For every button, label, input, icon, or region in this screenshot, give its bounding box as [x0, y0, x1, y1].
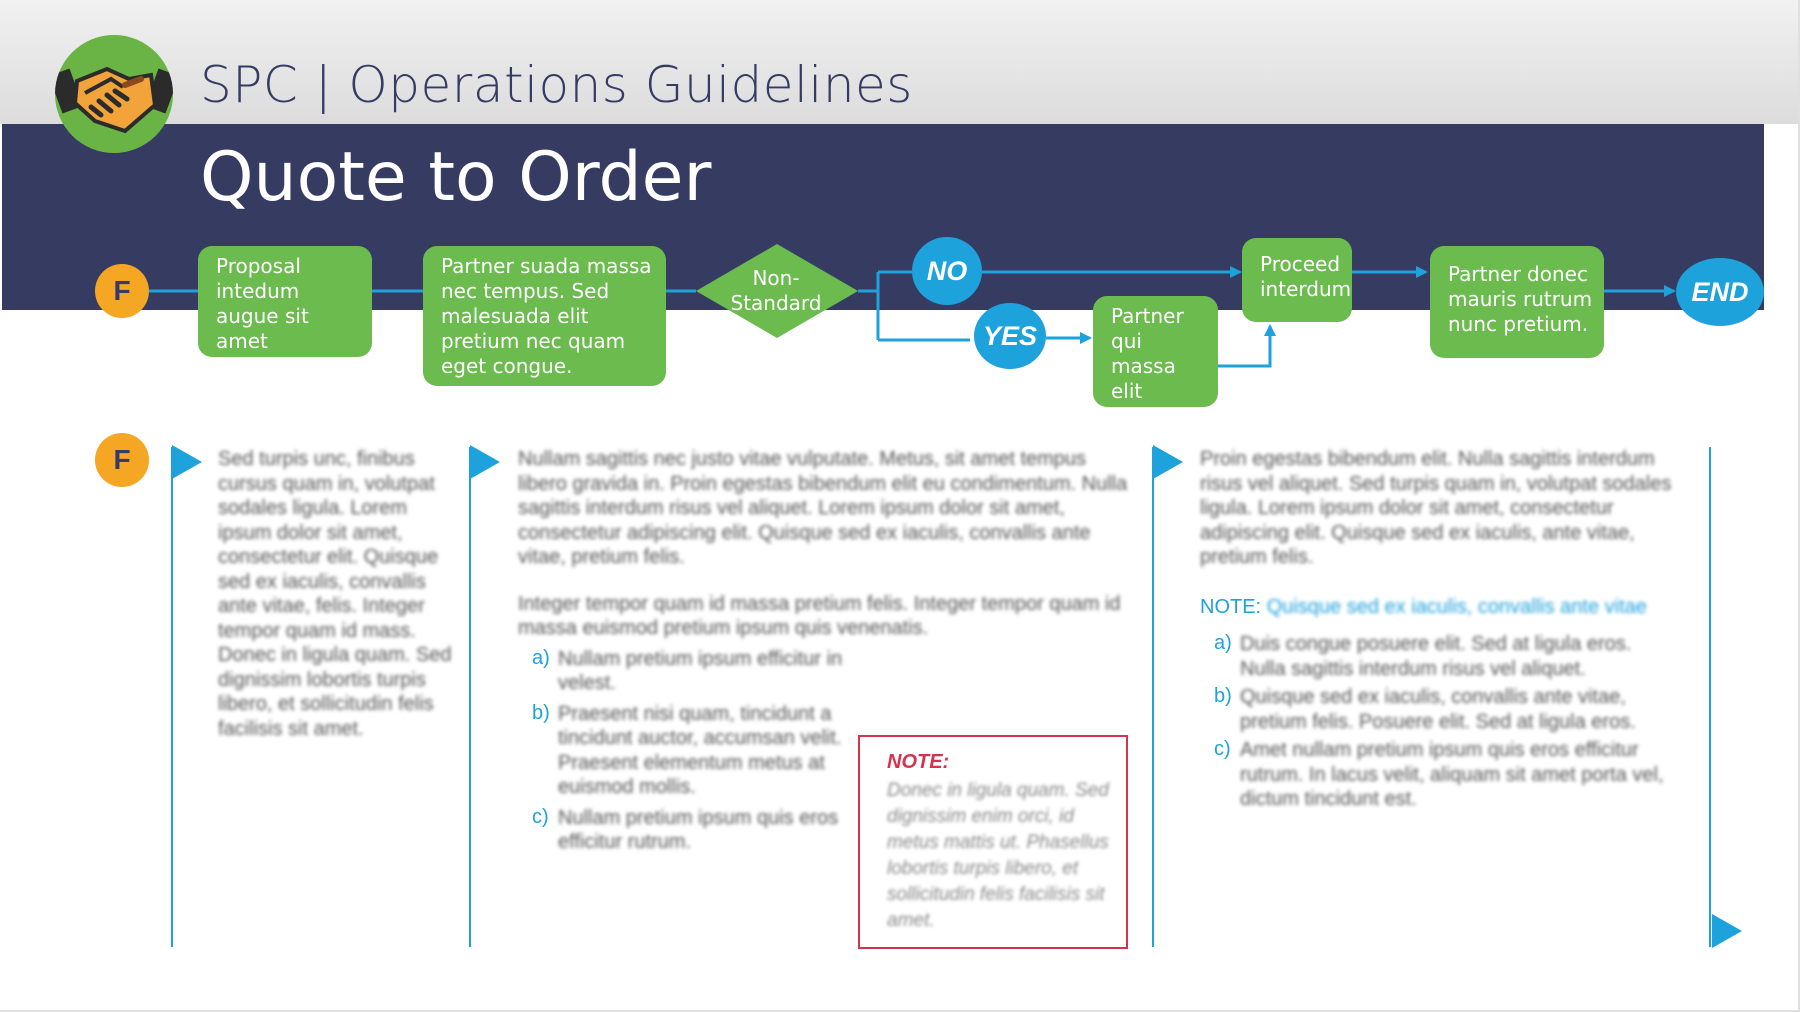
- list: a) Duis congue posuere elit. Sed at ligu…: [1200, 632, 1680, 816]
- connector-line: [1218, 324, 1276, 368]
- slide-edge: [0, 1010, 1800, 1012]
- start-badge: F: [95, 264, 149, 318]
- flow-step: Partner qui massa elit semper.: [1093, 296, 1218, 428]
- column-arrow: [470, 445, 500, 479]
- slide-edge: [1798, 0, 1800, 1012]
- flow-step: Proceed interdum: [1242, 238, 1352, 322]
- list-marker: c): [1214, 738, 1231, 760]
- header-band: [0, 0, 1800, 124]
- column-arrow: [1712, 914, 1742, 948]
- column-1-text: Sed turpis unc, finibus cursus quam in, …: [218, 448, 452, 740]
- note-label: NOTE:: [1200, 596, 1262, 618]
- list-item: b) Quisque sed ex iaculis, convallis ant…: [1200, 685, 1680, 734]
- page-title: Quote to Order: [200, 138, 712, 217]
- paragraph: Nullam sagittis nec justo vitae vulputat…: [518, 448, 1128, 568]
- flow-step: Partner suada massa nec tempus. Sed male…: [423, 246, 666, 386]
- list-marker: b): [1214, 685, 1232, 707]
- no-label: NO: [912, 237, 982, 305]
- column-arrow: [172, 445, 202, 479]
- handshake-icon: [55, 35, 173, 153]
- paragraph: Integer tempor quam id massa pretium fel…: [518, 592, 1121, 640]
- flow-step: Partner donec mauris rutrum nunc pretium…: [1430, 246, 1604, 358]
- column-arrow: [1153, 445, 1183, 479]
- list-marker: c): [532, 805, 549, 828]
- yes-label: YES: [974, 303, 1046, 369]
- list-marker: a): [1214, 632, 1232, 654]
- list-item-text: Nullam pretium ipsum quis eros efficitur…: [558, 806, 839, 854]
- column-divider: [1152, 447, 1154, 947]
- end-label: END: [1676, 258, 1764, 326]
- column-divider: [1709, 447, 1711, 947]
- note-text: Quisque sed ex iaculis, convallis ante v…: [1266, 596, 1647, 618]
- list: a) Nullam pretium ipsum efficitur in vel…: [518, 647, 1128, 855]
- column-3: Proin egestas bibendum elit. Nulla sagit…: [1200, 447, 1690, 592]
- note-box: NOTE: Donec in ligula quam. Sed dignissi…: [858, 735, 1128, 949]
- list-item: b) Praesent nisi quam, tincidunt a tinci…: [518, 702, 848, 800]
- detail-badge: F: [95, 433, 149, 487]
- note-label: NOTE:: [887, 751, 950, 773]
- list-marker: a): [532, 646, 550, 669]
- list-item: a) Duis congue posuere elit. Sed at ligu…: [1200, 632, 1680, 681]
- list-marker: b): [532, 701, 550, 724]
- decision-label: Non-Standard: [730, 266, 822, 315]
- header-title: SPC | Operations Guidelines: [200, 56, 913, 114]
- decision-diamond: [696, 244, 858, 338]
- list-item: c) Nullam pretium ipsum quis eros effici…: [518, 806, 848, 855]
- list-item: c) Amet nullam pretium ipsum quis eros e…: [1200, 738, 1680, 812]
- paragraph: Proin egestas bibendum elit. Nulla sagit…: [1200, 448, 1672, 568]
- list-item-text: Duis congue posuere elit. Sed at ligula …: [1240, 633, 1632, 680]
- list-item-text: Nullam pretium ipsum efficitur in velest…: [558, 647, 843, 695]
- column-2: Nullam sagittis nec justo vitae vulputat…: [518, 447, 1128, 861]
- column-divider: [171, 447, 173, 947]
- list-item-text: Quisque sed ex iaculis, convallis ante v…: [1240, 686, 1636, 733]
- list-item-text: Praesent nisi quam, tincidunt a tincidun…: [558, 702, 842, 799]
- flow-step: Proposal intedum augue sit amet elementu…: [198, 246, 372, 378]
- column-divider: [469, 447, 471, 947]
- list-item: a) Nullam pretium ipsum efficitur in vel…: [518, 647, 848, 696]
- note-text: Donec in ligula quam. Sed dignissim enim…: [887, 780, 1109, 931]
- column-3-note: NOTE: Quisque sed ex iaculis, convallis …: [1200, 596, 1647, 619]
- list-item-text: Amet nullam pretium ipsum quis eros effi…: [1240, 739, 1664, 810]
